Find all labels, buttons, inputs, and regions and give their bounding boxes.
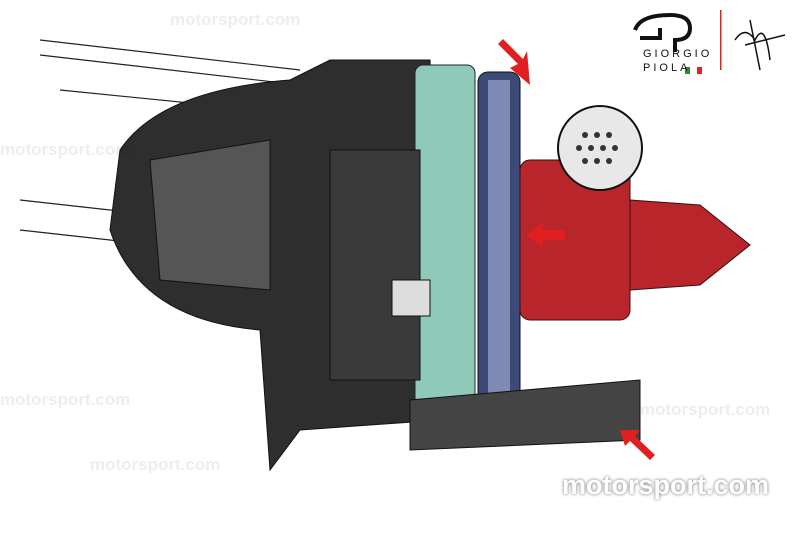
sensor-box <box>391 279 431 317</box>
logo-line1: GIORGIO <box>643 48 713 60</box>
disc-drilled-face <box>488 80 510 415</box>
logo-line2: PIOLA <box>643 62 691 74</box>
arrow-bottom-duct <box>620 430 655 460</box>
arrow-top-disc <box>498 39 530 85</box>
axle-hub <box>629 199 751 291</box>
arrow-center-hub <box>527 222 565 248</box>
watermark: motorsport.com <box>640 400 771 419</box>
red-arrows <box>498 39 655 460</box>
signature <box>734 19 786 71</box>
suspension-arms <box>19 39 301 251</box>
watermark: motorsport.com <box>0 390 131 409</box>
watermark: motorsport.com <box>90 455 221 474</box>
giorgio-piola-logo <box>633 10 786 71</box>
lower-duct <box>409 379 641 451</box>
watermark: motorsport.com <box>0 140 131 159</box>
duct-inner <box>149 139 271 291</box>
internal-components <box>329 149 421 381</box>
drill-holes <box>576 132 618 164</box>
watermark: motorsport.com <box>170 10 301 29</box>
upright <box>414 64 476 426</box>
motorsport-watermark-logo: motorsport.com <box>562 470 770 500</box>
